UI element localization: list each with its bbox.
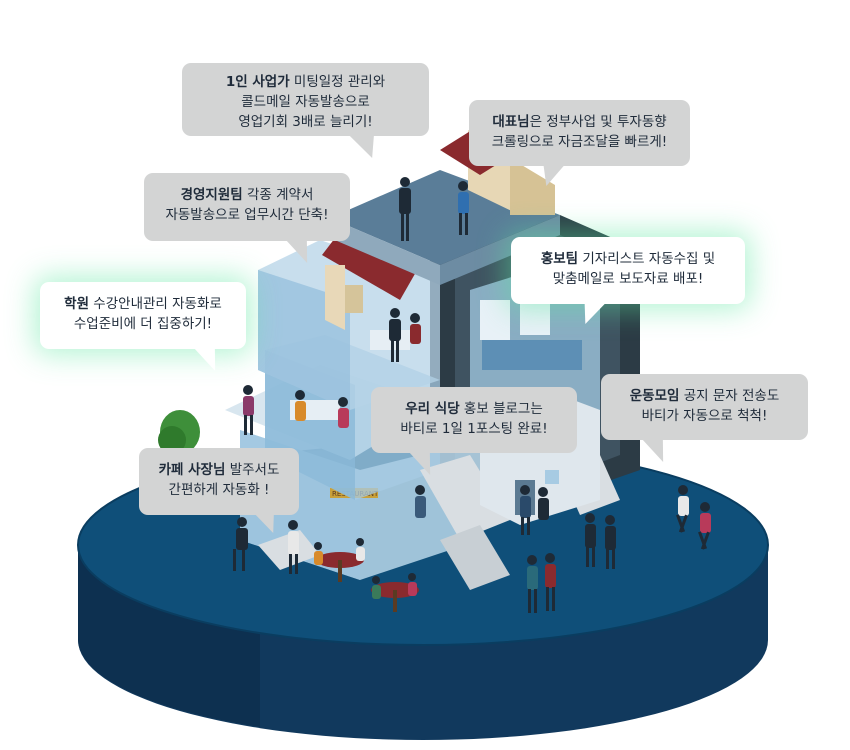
- speech-bubble-pr-team: 홍보팀 기자리스트 자동수집 및 맞춤메일로 보도자료 배포!: [511, 237, 745, 304]
- speech-bubble-academy: 학원 수강안내관리 자동화로 수업준비에 더 집중하기!: [40, 282, 246, 349]
- bubble-solo-line3: 영업기회 3배로 늘리기!: [238, 114, 373, 130]
- bubble-club-rest: 공지 문자 전송도: [679, 388, 780, 404]
- bubble-restaurant-bold: 우리 식당: [405, 401, 460, 417]
- bubble-support-bold: 경영지원팀: [180, 187, 243, 203]
- bubble-academy-bold: 학원: [64, 296, 90, 312]
- speech-bubble-ceo: 대표님은 정부사업 및 투자동향 크롤링으로 자금조달을 빠르게!: [469, 100, 690, 166]
- bubble-pr-bold: 홍보팀: [540, 251, 579, 267]
- bubble-ceo-bold: 대표님: [492, 114, 530, 130]
- bubble-support-line2: 자동발송으로 업무시간 단축!: [165, 207, 329, 223]
- bubble-club-bold: 운동모임: [629, 388, 680, 404]
- speech-bubble-restaurant: 우리 식당 홍보 블로그는 바티로 1일 1포스팅 완료!: [371, 387, 577, 453]
- speech-bubble-sports-club: 운동모임 공지 문자 전송도 바티가 자동으로 척척!: [601, 374, 808, 440]
- bubble-pr-rest: 기자리스트 자동수집 및: [578, 251, 716, 267]
- bubble-solo-line2: 콜드메일 자동발송으로: [241, 94, 370, 110]
- bubble-cafe-rest: 발주서도: [225, 462, 280, 478]
- speech-bubble-cafe-owner: 카페 사장님 발주서도 간편하게 자동화 !: [139, 448, 299, 515]
- speech-bubble-solo-entrepreneur: 1인 사업가 미팅일정 관리와 콜드메일 자동발송으로 영업기회 3배로 늘리기…: [182, 63, 429, 136]
- bubble-cafe-line2: 간편하게 자동화 !: [168, 482, 270, 498]
- bubble-ceo-rest: 은 정부사업 및 투자동향: [529, 114, 667, 130]
- bubble-pr-line2: 맞춤메일로 보도자료 배포!: [552, 271, 704, 287]
- bubble-restaurant-rest: 홍보 블로그는: [459, 401, 543, 417]
- bubble-restaurant-line2: 바티로 1일 1포스팅 완료!: [400, 421, 548, 437]
- bubble-support-rest: 각종 계약서: [242, 187, 314, 203]
- bubble-club-line2: 바티가 자동으로 척척!: [641, 408, 768, 424]
- speech-bubble-support-team: 경영지원팀 각종 계약서 자동발송으로 업무시간 단축!: [144, 173, 350, 241]
- bubble-academy-rest: 수강안내관리 자동화로: [89, 296, 222, 312]
- bubble-solo-rest: 미팅일정 관리와: [289, 74, 386, 90]
- people: [233, 177, 711, 613]
- bubble-ceo-line2: 크롤링으로 자금조달을 빠르게!: [491, 134, 668, 150]
- bubble-academy-line2: 수업준비에 더 집중하기!: [73, 316, 213, 332]
- cafe-tables: [316, 552, 419, 612]
- bubble-solo-bold: 1인 사업가: [225, 74, 290, 90]
- bubble-cafe-bold: 카페 사장님: [158, 462, 226, 478]
